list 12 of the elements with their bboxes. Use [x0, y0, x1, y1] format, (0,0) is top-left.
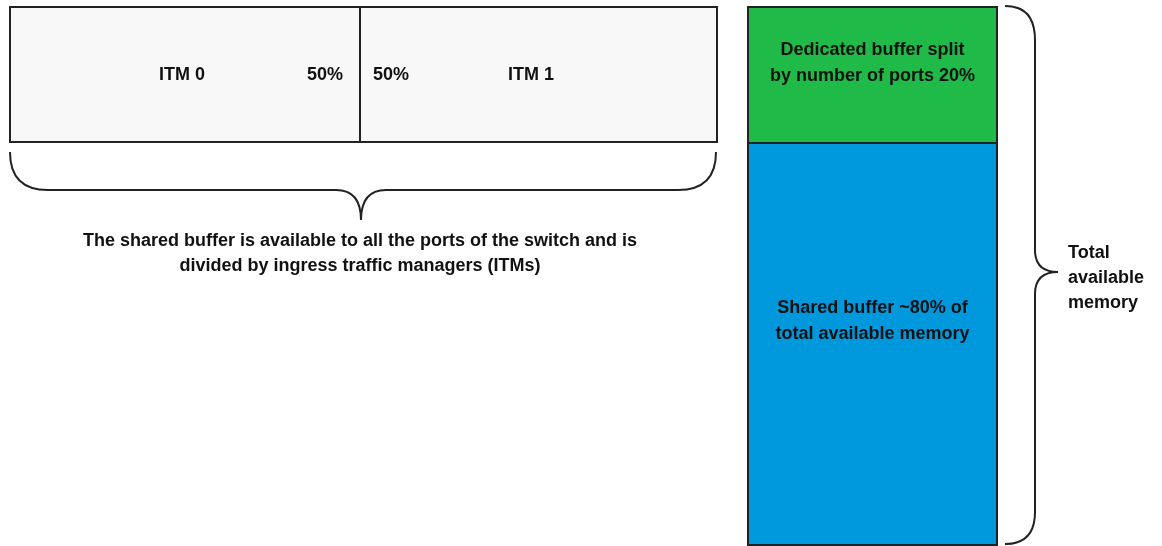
- buffer-segment: [747, 6, 998, 144]
- segment-label: 50%: [307, 64, 344, 85]
- segment-label: Shared buffer ~80% of total available memory: [774, 296, 971, 345]
- segment-label: 50%: [373, 64, 410, 85]
- brace-caption: The shared buffer is available to all the ports of the switch and is divided by ingress traffic managers (ITMs): [81, 229, 639, 277]
- buffer-segment: [9, 6, 361, 143]
- buffer-segment: [359, 6, 718, 143]
- segment-label: Dedicated buffer split by number of ports 20%: [769, 38, 976, 87]
- segment-label: ITM 1: [508, 64, 554, 85]
- brace-caption: Total available memory: [1068, 241, 1146, 314]
- segment-label: ITM 0: [159, 64, 205, 85]
- buffer-segment: [747, 142, 998, 546]
